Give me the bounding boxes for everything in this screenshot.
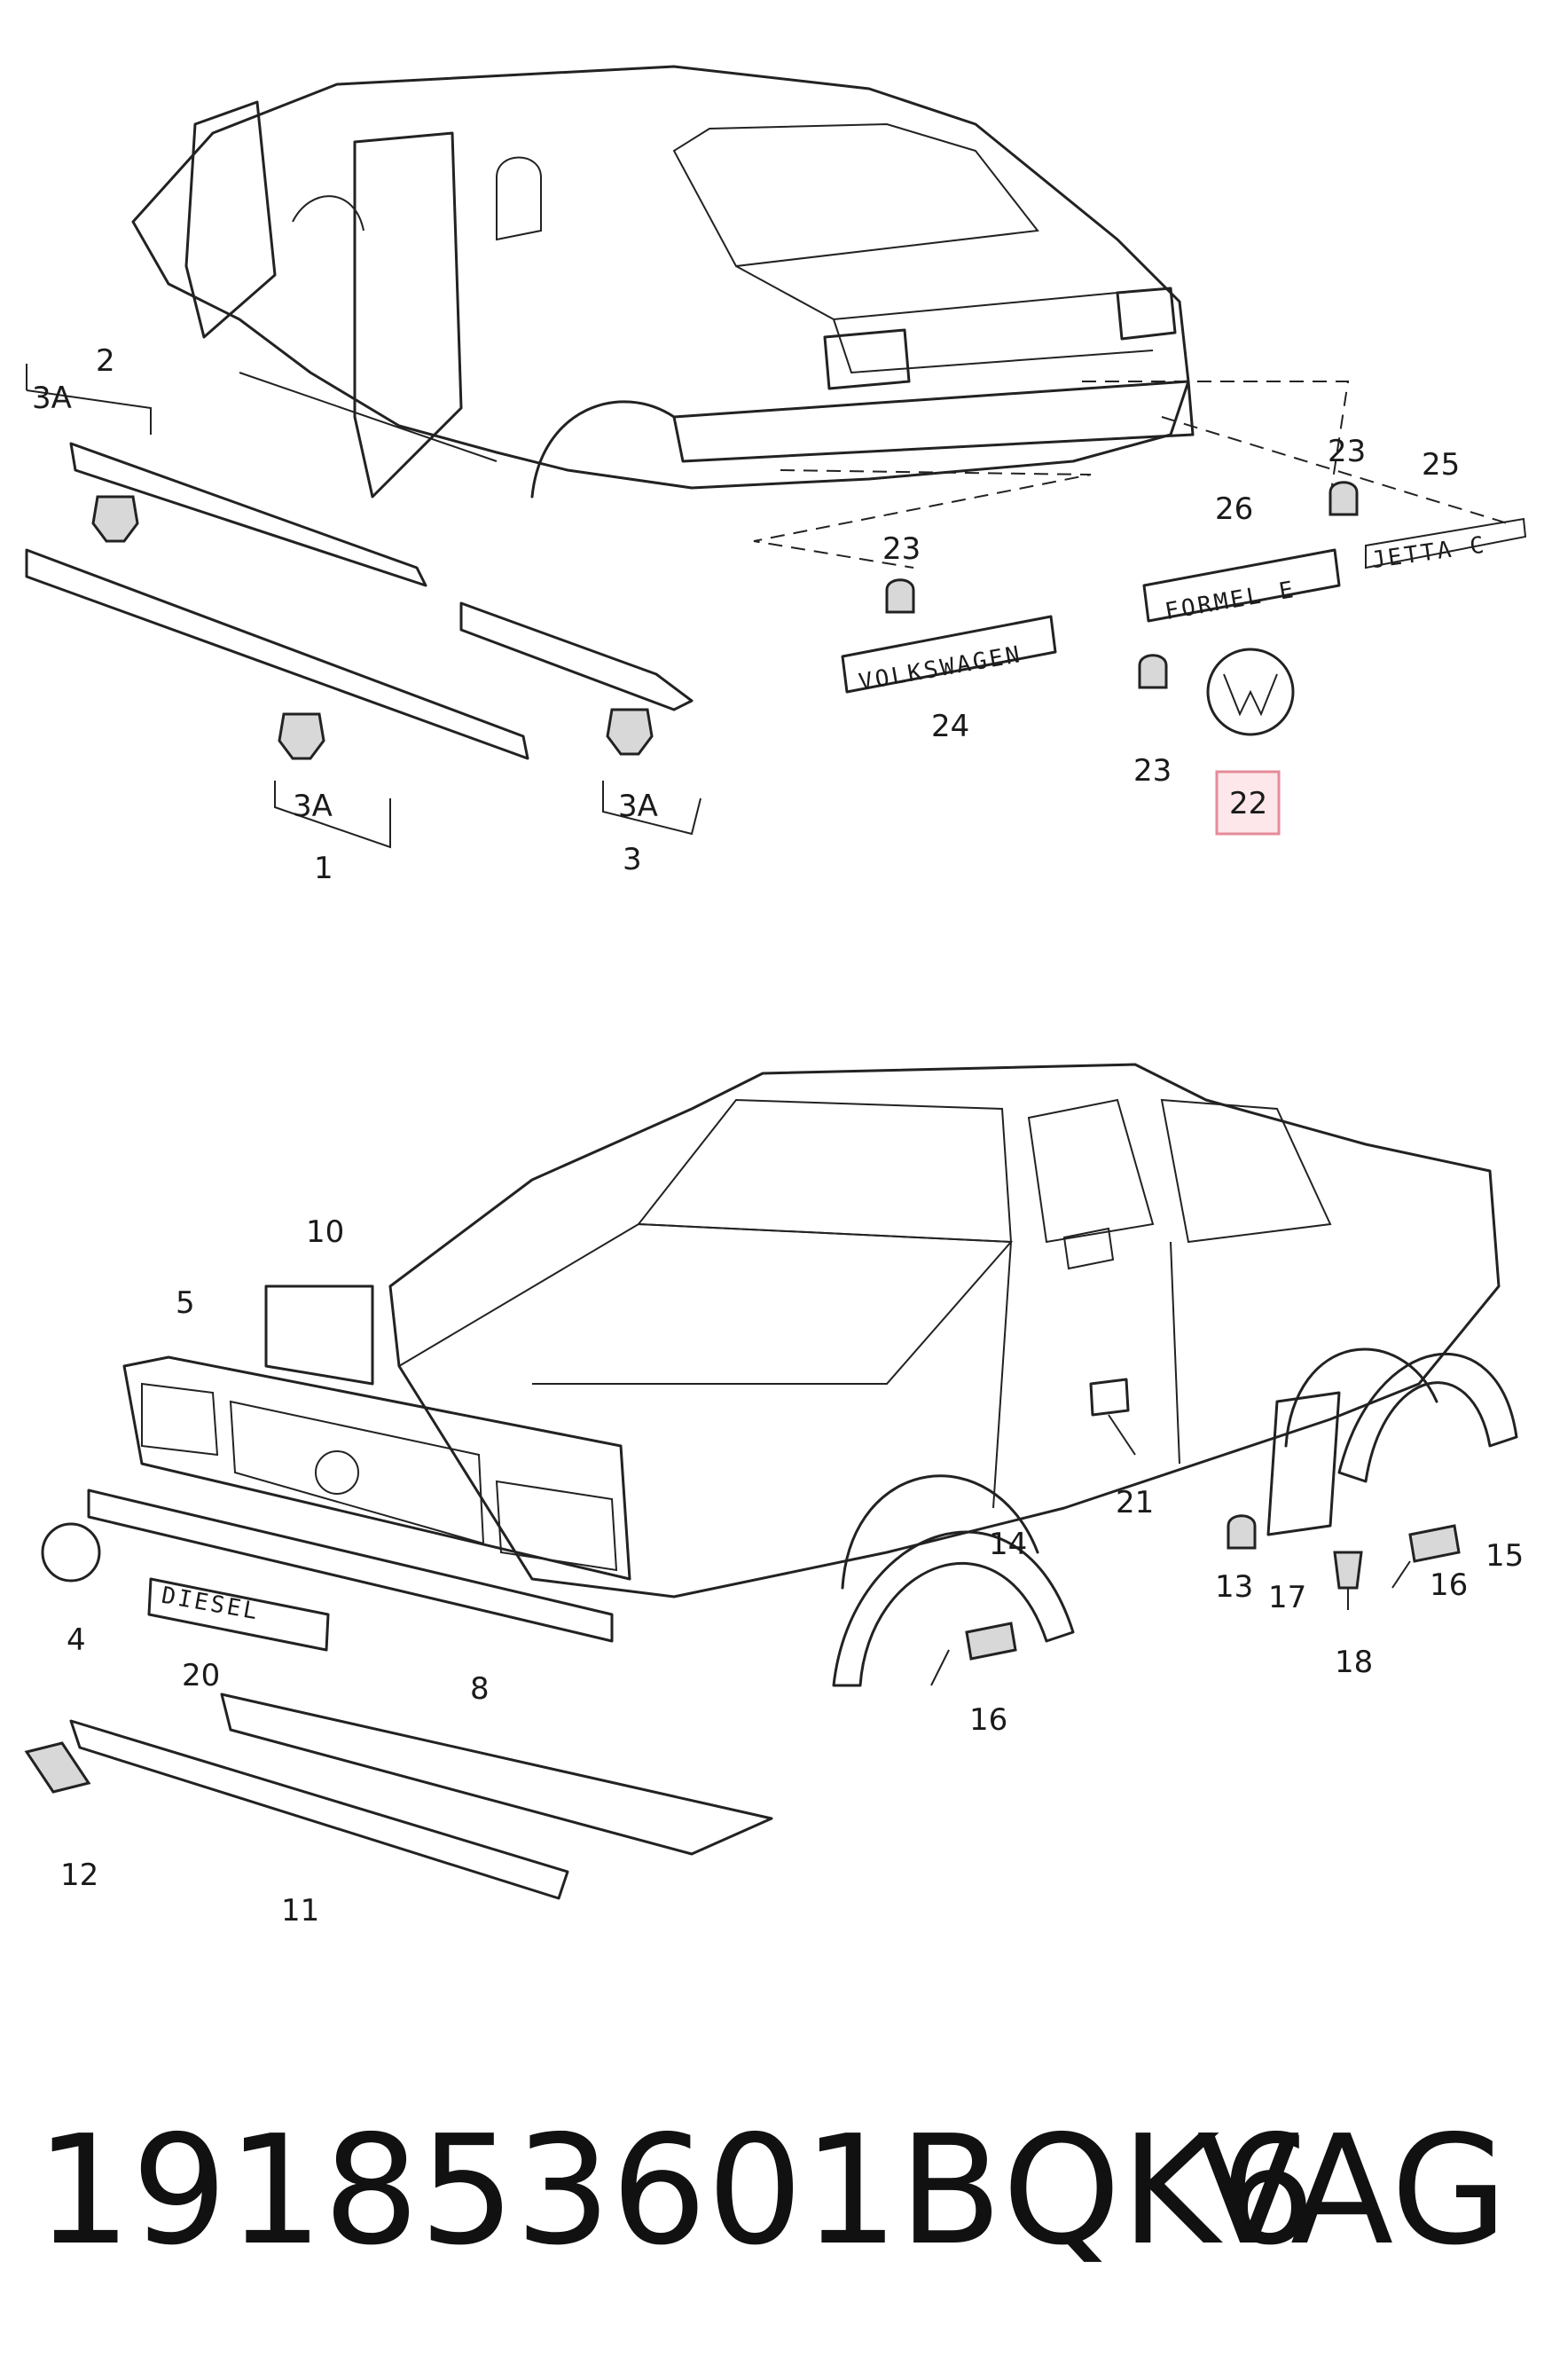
callout-10: 10 <box>306 1214 344 1250</box>
callout-18: 18 <box>1335 1645 1373 1680</box>
vw-badge-22 <box>1206 648 1295 736</box>
formel-emblem <box>1142 548 1341 623</box>
callout-22: 22 <box>1229 786 1267 821</box>
brand-name: VAG <box>1196 2103 1508 2279</box>
jetta-emblem-text: JETTA C <box>1370 531 1488 574</box>
callout-5: 5 <box>176 1285 195 1321</box>
arch-trims <box>832 1352 1518 1687</box>
callout-21: 21 <box>1116 1485 1154 1520</box>
front-car-drawing <box>388 1063 1501 1598</box>
callout-12: 12 <box>60 1858 98 1893</box>
callout-15: 15 <box>1485 1538 1524 1574</box>
callout-1: 1 <box>314 851 333 886</box>
callout-17: 17 <box>1268 1580 1306 1615</box>
callout-8: 8 <box>470 1671 490 1707</box>
callout-25: 25 <box>1422 447 1460 483</box>
formel-emblem-text: FORMEL E <box>1163 577 1297 625</box>
part-number-footer: 191853601BQK6 VAG <box>35 2089 1508 2293</box>
callout-3a-right: 3A <box>618 789 658 824</box>
callout-16-right: 16 <box>1430 1567 1468 1603</box>
part-number: 191853601BQK6 <box>35 2103 1316 2279</box>
callout-23-left: 23 <box>882 531 921 567</box>
callout-16-left: 16 <box>969 1702 1007 1738</box>
callout-14: 14 <box>989 1527 1027 1562</box>
callout-20: 20 <box>182 1658 220 1693</box>
callout-23-right: 23 <box>1328 434 1366 469</box>
top-emblems: VOLKSWAGEN FORMEL E JETTA C <box>841 481 1527 836</box>
callout-23-lower: 23 <box>1133 753 1172 789</box>
callout-4: 4 <box>67 1622 86 1658</box>
volkswagen-emblem <box>841 615 1057 694</box>
callout-3: 3 <box>623 842 642 877</box>
front-grille: DIESEL <box>24 1284 773 1900</box>
callout-3a-middle: 3A <box>293 789 333 824</box>
callout-3a-top: 3A <box>32 381 72 416</box>
callout-labels: 2 3A 3A 3A 1 3 23 24 26 23 25 23 22 10 5… <box>32 343 1524 1928</box>
highlight-box-22 <box>1215 770 1281 836</box>
sill-trims <box>25 364 701 849</box>
callout-11: 11 <box>281 1893 319 1928</box>
callout-13: 13 <box>1215 1569 1253 1605</box>
callout-24: 24 <box>931 709 969 744</box>
callout-2: 2 <box>96 343 115 379</box>
callout-26: 26 <box>1215 491 1253 527</box>
rear-car-drawing <box>131 65 1509 569</box>
